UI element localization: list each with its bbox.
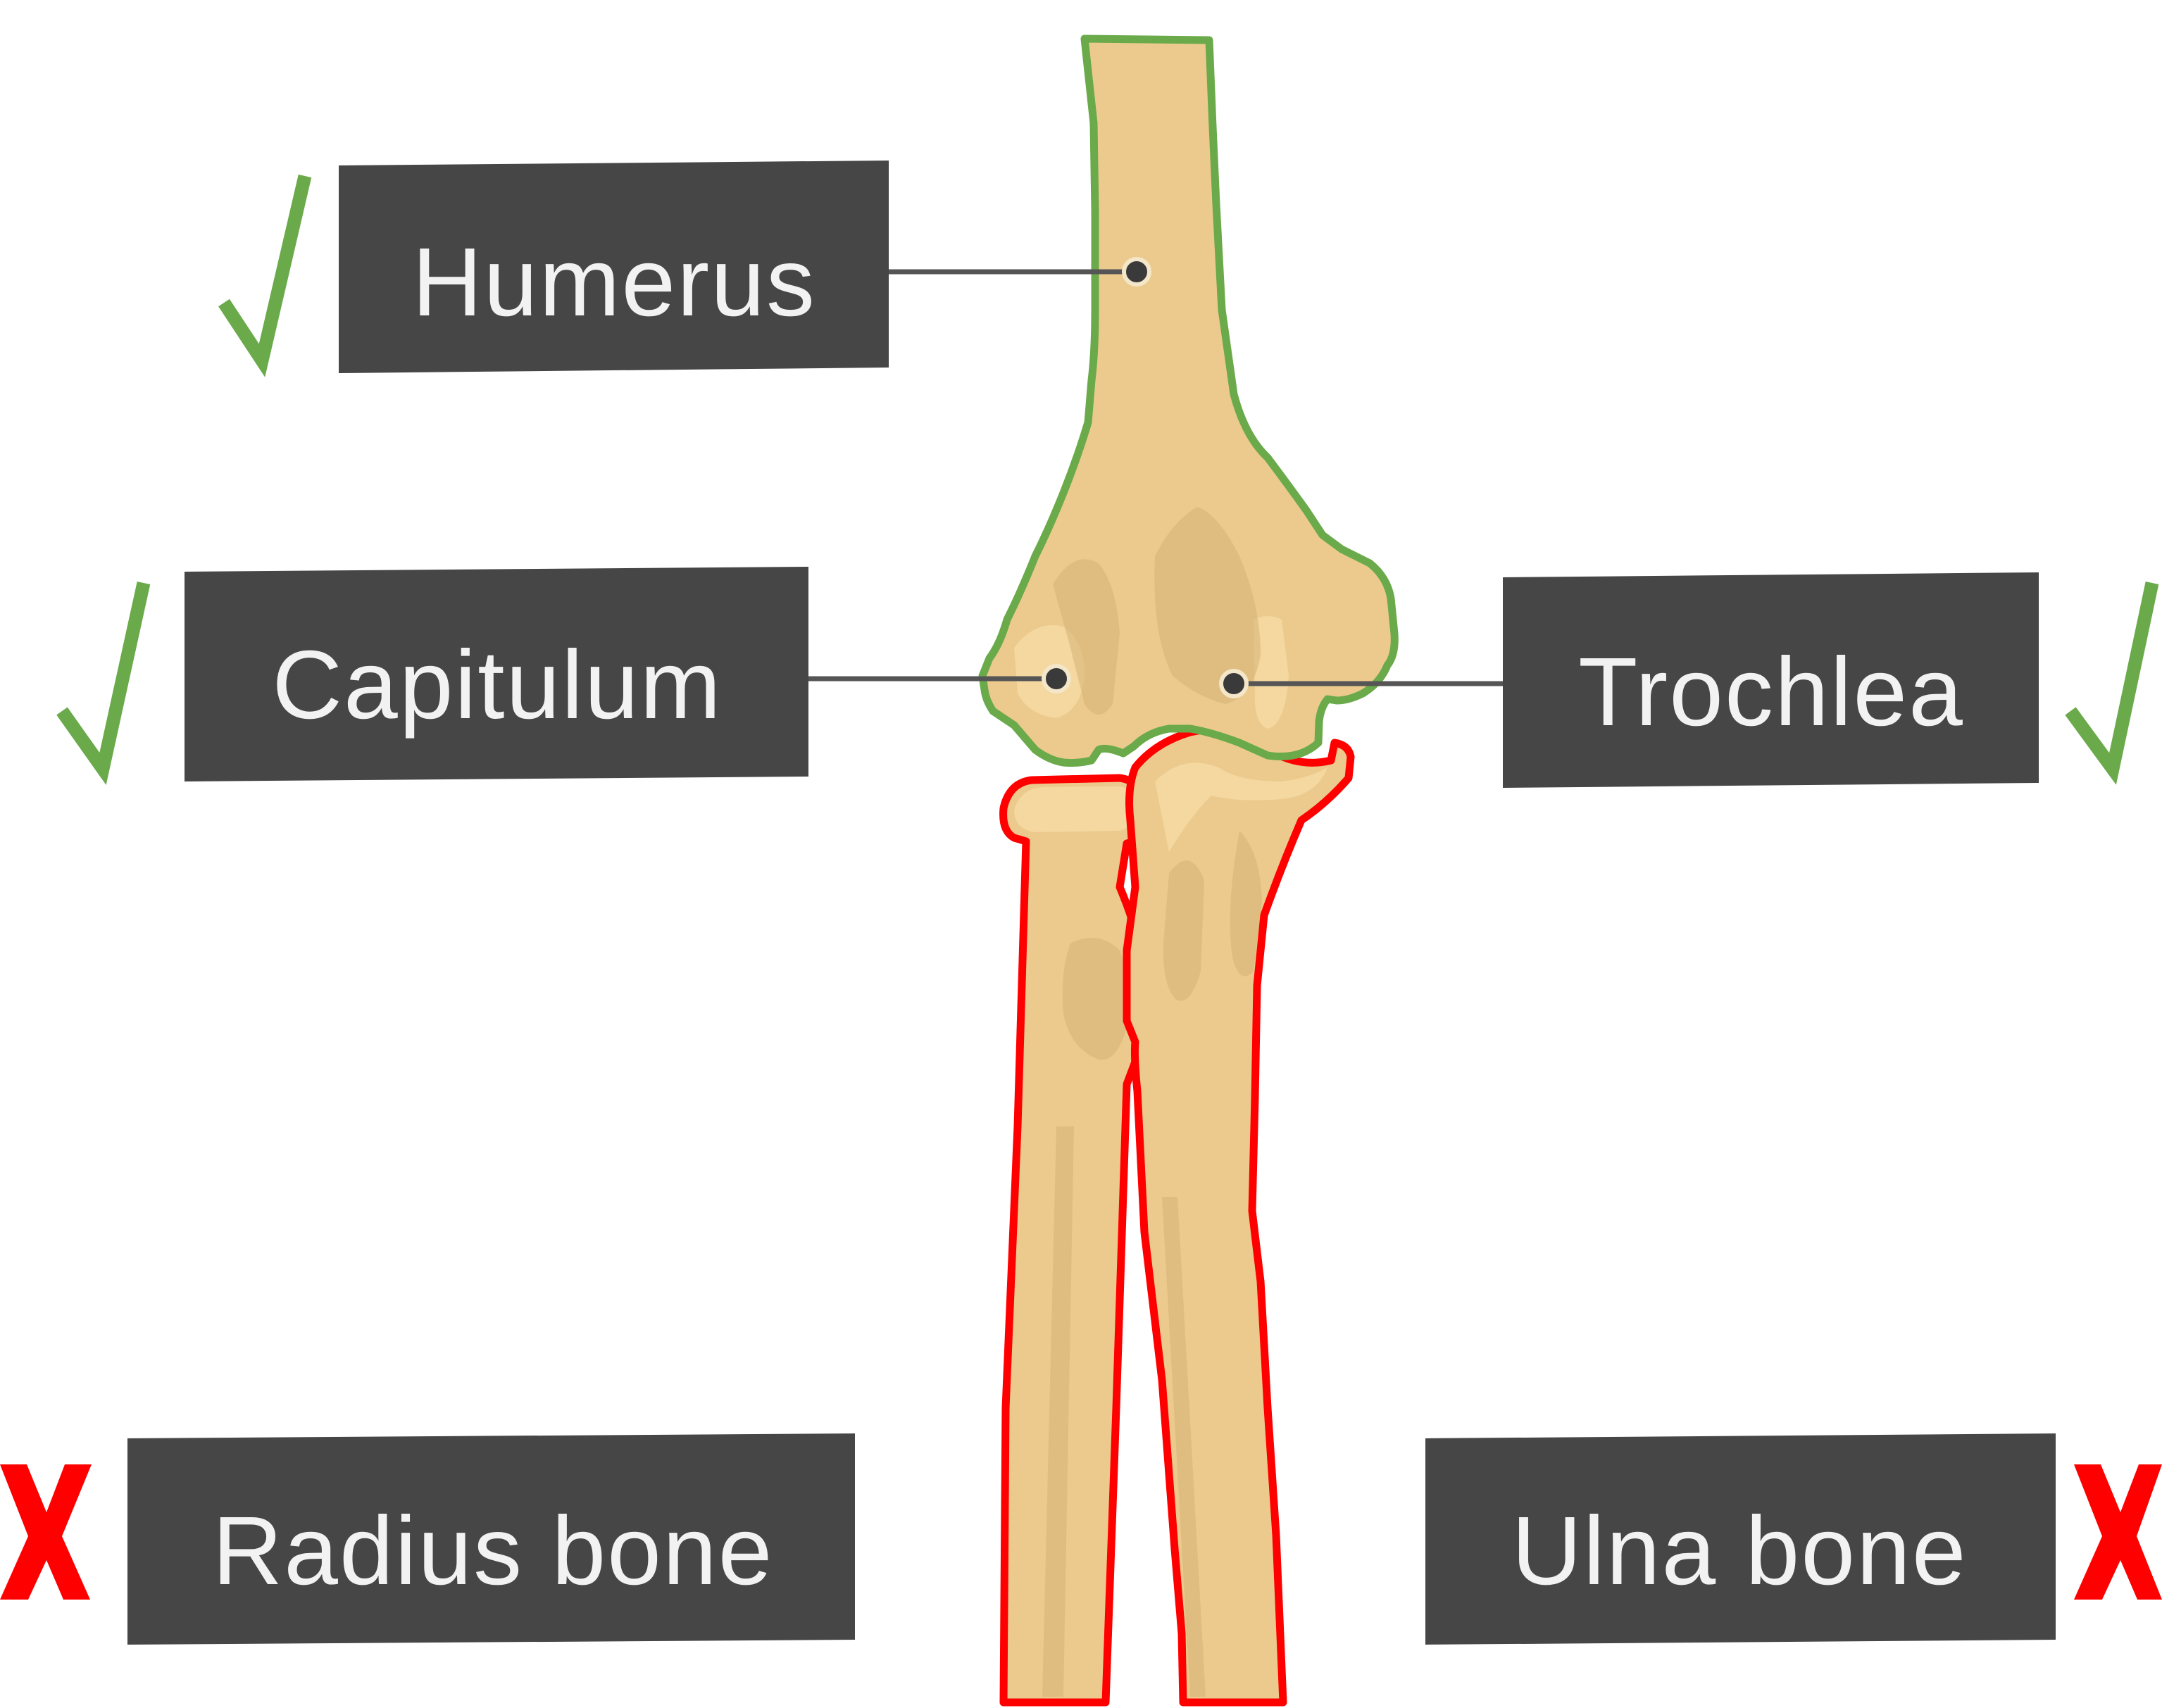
capitulum-pointer-dot bbox=[1042, 664, 1071, 693]
check-icon bbox=[56, 581, 151, 786]
radius-bone bbox=[999, 774, 1151, 1707]
check-icon bbox=[218, 174, 312, 377]
bone-illustration bbox=[978, 34, 1399, 1707]
label-text-radius: Radius bone bbox=[213, 1497, 774, 1605]
label-box bbox=[1503, 572, 2039, 788]
label-text-capitulum: Capitulum bbox=[272, 631, 722, 739]
label-trochlea: Trochlea bbox=[1503, 572, 2039, 788]
label-box bbox=[185, 567, 808, 781]
label-capitulum: Capitulum bbox=[185, 567, 808, 781]
humerus-bone bbox=[978, 34, 1399, 767]
label-text-trochlea: Trochlea bbox=[1578, 638, 1964, 746]
label-box bbox=[127, 1433, 855, 1645]
cross-icon bbox=[0, 1464, 92, 1600]
label-radius: Radius bone bbox=[127, 1433, 855, 1645]
label-humerus: Humerus bbox=[339, 161, 889, 373]
ulna-bone bbox=[1123, 721, 1355, 1707]
trochlea-pointer-dot bbox=[1219, 669, 1249, 698]
label-box bbox=[339, 161, 889, 373]
label-ulna: Ulna bone bbox=[1425, 1433, 2056, 1645]
label-text-humerus: Humerus bbox=[412, 228, 816, 337]
check-icon bbox=[2065, 582, 2159, 785]
label-box bbox=[1425, 1433, 2056, 1645]
cross-icon bbox=[2074, 1464, 2162, 1600]
label-text-ulna: Ulna bone bbox=[1511, 1497, 1967, 1605]
humerus-pointer-dot bbox=[1122, 257, 1151, 287]
leader-lines bbox=[808, 257, 1503, 698]
